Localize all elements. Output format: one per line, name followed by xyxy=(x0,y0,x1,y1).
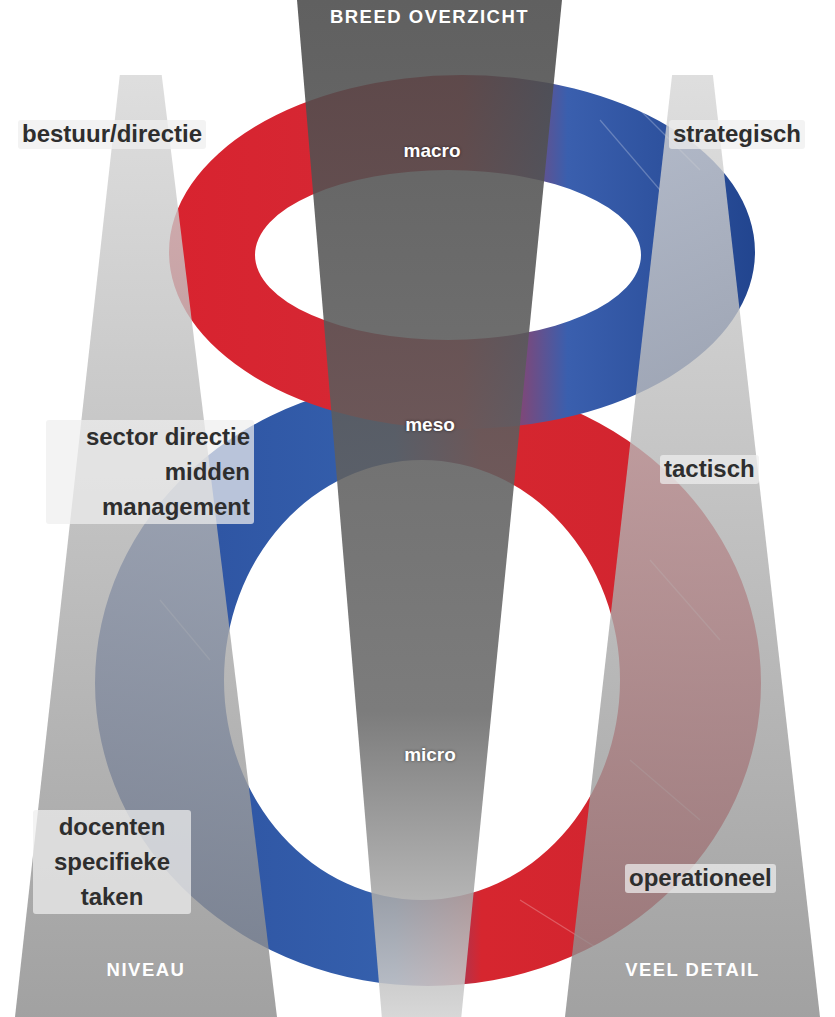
level-label: operationeel xyxy=(625,864,776,893)
band-fill xyxy=(565,75,820,1017)
level-label: docenten specifieke taken xyxy=(33,810,191,914)
level-label: meso xyxy=(405,414,455,437)
level-label: bestuur/directie xyxy=(18,120,206,149)
band-fill xyxy=(297,0,562,1017)
band-heading: NIVEAU xyxy=(15,959,277,981)
band-heading: BREED OVERZICHT xyxy=(297,6,562,28)
level-label: sector directie midden management xyxy=(46,420,254,524)
band-heading: VEEL DETAIL xyxy=(565,959,820,981)
level-label: micro xyxy=(404,744,456,767)
level-label: strategisch xyxy=(669,120,805,149)
level-label: tactisch xyxy=(660,455,759,484)
level-label: macro xyxy=(403,140,460,163)
band-fill xyxy=(15,75,277,1017)
